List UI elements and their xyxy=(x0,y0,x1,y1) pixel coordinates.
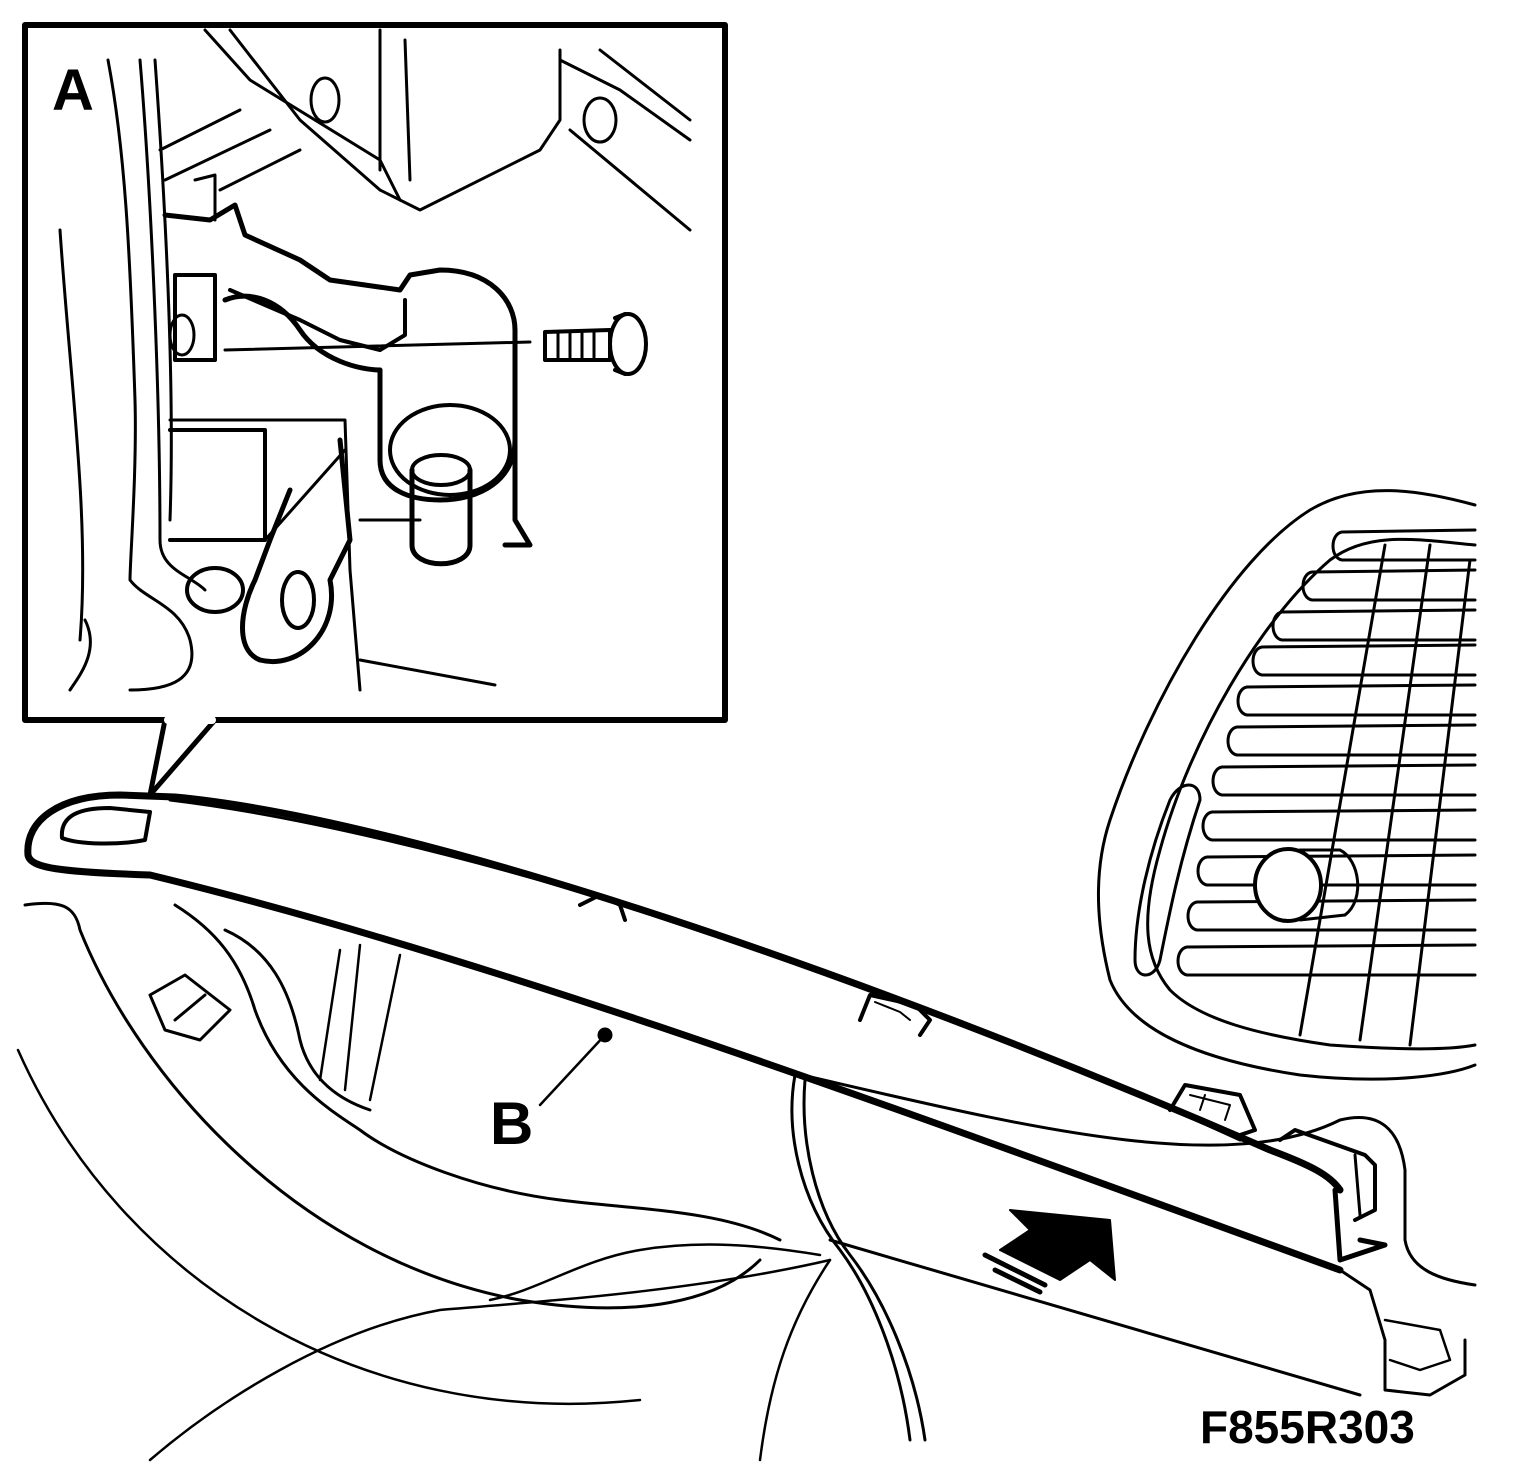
inset-link-hole xyxy=(280,570,316,630)
left-clip-line xyxy=(173,993,207,1022)
wire-3 xyxy=(758,1258,832,1462)
trim-clip-1 xyxy=(578,893,627,922)
arrow-tail-stripes xyxy=(982,1252,1048,1295)
screw-head-side xyxy=(613,312,627,376)
callout-a-inset xyxy=(22,22,728,798)
dashboard-step xyxy=(1338,1268,1467,1397)
trim-clip-2 xyxy=(858,993,932,1037)
callout-a-frame xyxy=(22,22,728,723)
vent-slat xyxy=(1201,808,1477,842)
arrow-head xyxy=(999,1209,1116,1281)
air-vent-inner-frame xyxy=(1146,537,1477,1051)
inset-hole-1 xyxy=(309,76,341,124)
vent-slat xyxy=(1186,898,1477,932)
inset-hinge-bracket xyxy=(162,202,533,548)
air-vent xyxy=(1097,489,1477,1081)
inset-hinge-bracket-2 xyxy=(193,173,217,222)
arrow-icon xyxy=(982,1209,1116,1295)
wire-4 xyxy=(148,1258,832,1462)
inset-lower-hole xyxy=(185,566,245,614)
screw-threads xyxy=(556,329,596,362)
inset-panel-inner xyxy=(153,58,173,522)
dashboard-right-edge xyxy=(778,1068,1477,1287)
dashboard-step-inner xyxy=(1383,1318,1452,1372)
vent-slat xyxy=(1176,943,1477,977)
inset-top-bracket xyxy=(228,28,562,212)
vent-bar xyxy=(1358,543,1432,1042)
inset-lower-bracket xyxy=(168,428,267,542)
trim-clip-3 xyxy=(1168,1083,1257,1137)
vent-slat xyxy=(1226,723,1477,757)
inset-top-plate xyxy=(558,48,692,232)
lower-arc xyxy=(16,1048,642,1405)
inset-inner-strut xyxy=(263,448,347,542)
leader-b xyxy=(538,1033,607,1107)
screw-head xyxy=(608,312,648,376)
inset-panel-edge-1 xyxy=(106,58,194,692)
inner-recess-edge xyxy=(223,928,372,1112)
vent-slat xyxy=(1301,568,1477,602)
inset-pivot xyxy=(168,313,196,357)
trim-end-pocket xyxy=(59,806,152,846)
glovebox-opening-outline xyxy=(23,901,762,1310)
left-clip xyxy=(148,973,232,1042)
screw-shank xyxy=(543,328,612,362)
wire-1 xyxy=(790,1073,912,1442)
vent-slat xyxy=(1251,643,1477,677)
inset-motor-body xyxy=(377,367,518,503)
trim-clip-3-detail xyxy=(1189,1094,1231,1121)
air-vent-knob xyxy=(1253,847,1323,923)
vent-bar xyxy=(1298,543,1387,1037)
trim-strip-b-end xyxy=(1332,1187,1388,1263)
inset-block xyxy=(173,273,217,362)
vent-slat xyxy=(1211,763,1477,797)
wire-5 xyxy=(488,1243,822,1302)
callout-label-a: A xyxy=(52,58,94,123)
vent-slat xyxy=(1271,608,1477,642)
inset-bracket-assembly xyxy=(58,28,692,692)
vent-slat xyxy=(1196,853,1477,887)
inner-recess-rim xyxy=(318,943,402,1102)
lower-panel-edge xyxy=(828,1238,1362,1397)
inset-top-bracket-2 xyxy=(203,28,402,202)
trim-strip-b-bottom xyxy=(24,851,1344,1274)
inset-top-bracket-3 xyxy=(378,28,412,182)
inner-recess xyxy=(173,903,782,1242)
end-block xyxy=(1278,1128,1377,1222)
inset-motor-cap xyxy=(388,403,512,497)
air-vent-housing xyxy=(1097,489,1477,1081)
callout-a-pointer xyxy=(147,717,218,798)
screw-icon xyxy=(543,312,648,376)
trim-clip-2-detail xyxy=(874,1001,911,1021)
inset-rails xyxy=(158,108,302,192)
trim-strip-b-top xyxy=(24,791,1344,1194)
end-block-face xyxy=(1353,1153,1362,1217)
screw-leader xyxy=(223,340,532,352)
vent-slat xyxy=(1331,528,1477,562)
inset-motor-shaft-end xyxy=(410,453,472,487)
part-label-b: B xyxy=(490,1090,534,1157)
air-vent-side-tab xyxy=(1133,783,1202,977)
trim-strip-b-inner xyxy=(168,798,1242,1142)
inset-motor-shaft xyxy=(409,467,473,567)
wire-2 xyxy=(802,1078,927,1442)
vent-bar xyxy=(1408,558,1472,1047)
inset-arm-curve xyxy=(222,293,383,373)
leader-b-dot xyxy=(597,1027,613,1043)
inset-panel-edge-2 xyxy=(138,58,207,592)
air-vent-slats xyxy=(1176,528,1477,977)
figure-code: F855R303 xyxy=(1200,1401,1415,1453)
inset-panel-edge-3 xyxy=(58,228,92,692)
inset-link xyxy=(240,437,353,664)
air-vent-knob-body xyxy=(1298,848,1360,922)
air-vent-bars xyxy=(1298,543,1472,1047)
vent-slat xyxy=(1236,683,1477,717)
inset-bottom-line xyxy=(358,518,497,687)
dashboard-main-view xyxy=(16,489,1477,1462)
inset-hole-2 xyxy=(582,96,618,144)
